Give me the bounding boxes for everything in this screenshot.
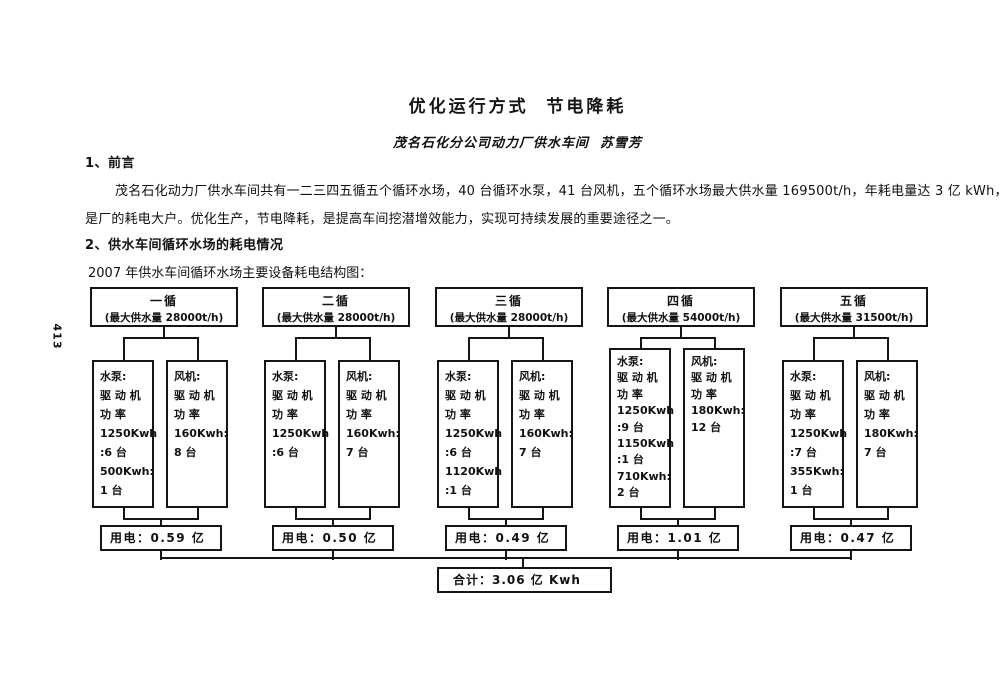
connector-line	[714, 508, 716, 518]
cycle-1-pump-box: 水泵: 驱 动 机 功 率 1250Kwh :6 台 500Kwh: 1 台	[92, 360, 157, 508]
cycle-1-usage-box: 用电：0.59 亿	[100, 525, 222, 551]
connector-line	[369, 508, 371, 518]
cycle-2-header-box: 二循 (最大供水量 28000t/h)	[262, 287, 410, 327]
figure-caption: 2007 年供水车间循环水场主要设备耗电结构图：	[88, 266, 373, 281]
cycle-2-name: 二循	[321, 294, 350, 308]
connector-line	[332, 518, 334, 525]
cycle-group-5: 五循 (最大供水量 31500t/h) 水泵: 驱 动 机 功 率 1250Kw…	[780, 287, 928, 567]
connector-line	[850, 551, 852, 560]
cycle-group-3: 三循 (最大供水量 28000t/h) 水泵: 驱 动 机 功 率 1250Kw…	[435, 287, 583, 567]
cycle-1-header-box: 一循 (最大供水量 28000t/h)	[90, 287, 238, 327]
cycle-group-4: 四循 (最大供水量 54000t/h) 水泵: 驱 动 机 功 率 1250Kw…	[607, 287, 755, 567]
connector-line	[887, 508, 889, 518]
cycle-2-capacity: (最大供水量 28000t/h)	[276, 312, 396, 324]
connector-line	[123, 337, 199, 339]
cycle-group-1: 一循 (最大供水量 28000t/h) 水泵: 驱 动 机 功 率 1250Kw…	[90, 287, 238, 567]
connector-line	[468, 337, 544, 339]
cycle-2-usage-box: 用电：0.50 亿	[272, 525, 394, 551]
cycle-5-fan-box: 风机: 驱 动 机 功 率 180Kwh: 7 台	[856, 360, 918, 508]
total-box: 合计：3.06 亿 Kwh	[437, 567, 612, 593]
cycle-1-name: 一循	[149, 294, 178, 308]
connector-line	[295, 508, 297, 518]
connector-line	[714, 337, 716, 348]
cycle-1-capacity: (最大供水量 28000t/h)	[104, 312, 224, 324]
connector-line	[369, 337, 371, 360]
connector-line	[197, 508, 199, 518]
cycle-group-2: 二循 (最大供水量 28000t/h) 水泵: 驱 动 机 功 率 1250Kw…	[262, 287, 410, 567]
paragraph-line-2: 是厂的耗电大户。优化生产，节电降耗，是提高车间挖潜增效能力，实现可持续发展的重要…	[85, 212, 680, 227]
connector-line	[680, 327, 682, 337]
cycle-4-fan-box: 风机: 驱 动 机 功 率 180Kwh: 12 台	[683, 348, 745, 508]
cycle-2-fan-box: 风机: 驱 动 机 功 率 160Kwh: 7 台	[338, 360, 400, 508]
cycle-3-pump-box: 水泵: 驱 动 机 功 率 1250Kwh :6 台 1120Kwh :1 台	[437, 360, 502, 508]
connector-line	[468, 508, 470, 518]
connector-line	[332, 551, 334, 560]
connector-line	[123, 508, 125, 518]
connector-line	[677, 551, 679, 560]
connector-line	[813, 508, 815, 518]
connector-line	[468, 337, 470, 360]
section2-heading: 2、供水车间循环水场的耗电情况	[85, 238, 284, 253]
connector-line	[850, 518, 852, 525]
connector-line	[163, 327, 165, 337]
connector-line	[160, 518, 162, 525]
connector-line	[677, 518, 679, 525]
paper-byline: 茂名石化分公司动力厂供水车间 苏雪芳	[392, 136, 643, 151]
connector-line	[542, 508, 544, 518]
connector-line	[813, 337, 889, 339]
cycle-4-name: 四循	[666, 294, 695, 308]
cycle-3-header-box: 三循 (最大供水量 28000t/h)	[435, 287, 583, 327]
cycle-5-header-box: 五循 (最大供水量 31500t/h)	[780, 287, 928, 327]
cycle-1-fan-box: 风机: 驱 动 机 功 率 160Kwh: 8 台	[166, 360, 228, 508]
connector-line	[123, 337, 125, 360]
paper-title: 优化运行方式 节电降耗	[408, 97, 627, 117]
section1-heading: 1、前言	[85, 156, 136, 171]
connector-line	[640, 508, 642, 518]
cycle-4-header-box: 四循 (最大供水量 54000t/h)	[607, 287, 755, 327]
connector-line	[887, 337, 889, 360]
cycle-4-usage-box: 用电：1.01 亿	[617, 525, 739, 551]
connector-line	[505, 551, 507, 560]
connector-bus-line	[160, 557, 852, 559]
connector-line	[295, 337, 297, 360]
connector-line	[160, 551, 162, 560]
cycle-4-capacity: (最大供水量 54000t/h)	[621, 312, 741, 324]
cycle-5-name: 五循	[839, 294, 868, 308]
cycle-5-capacity: (最大供水量 31500t/h)	[794, 312, 914, 324]
connector-line	[542, 337, 544, 360]
connector-line	[640, 337, 642, 348]
connector-line	[197, 337, 199, 360]
connector-line	[813, 337, 815, 360]
connector-line	[335, 327, 337, 337]
connector-line	[508, 327, 510, 337]
cycle-3-capacity: (最大供水量 28000t/h)	[449, 312, 569, 324]
cycle-3-usage-box: 用电：0.49 亿	[445, 525, 567, 551]
cycle-3-fan-box: 风机: 驱 动 机 功 率 160Kwh: 7 台	[511, 360, 573, 508]
connector-line	[295, 337, 371, 339]
paper-header: 优化运行方式 节电降耗 茂名石化分公司动力厂供水车间 苏雪芳	[90, 92, 945, 151]
cycle-4-pump-box: 水泵: 驱 动 机 功 率 1250Kwh :9 台 1150Kwh :1 台 …	[609, 348, 674, 508]
cycle-3-name: 三循	[494, 294, 523, 308]
connector-line	[505, 518, 507, 525]
cycle-5-usage-box: 用电：0.47 亿	[790, 525, 912, 551]
cycle-2-pump-box: 水泵: 驱 动 机 功 率 1250Kwh :6 台	[264, 360, 329, 508]
connector-line	[853, 327, 855, 337]
cycle-5-pump-box: 水泵: 驱 动 机 功 率 1250Kwh :7 台 355Kwh: 1 台	[782, 360, 847, 508]
paragraph-line-1: 茂名石化动力厂供水车间共有一二三四五循五个循环水场，40 台循环水泵，41 台风…	[115, 184, 1000, 199]
connector-line	[640, 337, 716, 339]
page-number-label: 413	[50, 323, 64, 350]
connector-line	[522, 557, 524, 568]
